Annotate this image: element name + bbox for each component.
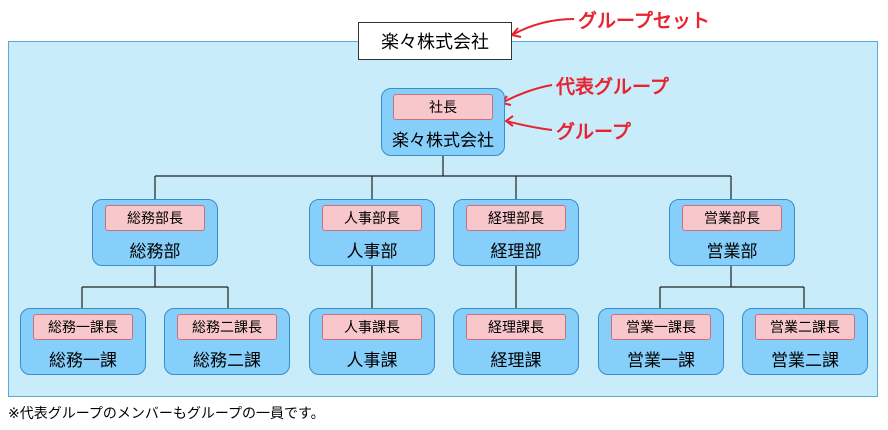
callout-group: グループ	[556, 121, 631, 143]
rep-group: 経理部長	[466, 205, 566, 231]
rep-group: 総務一課長	[33, 314, 133, 340]
rep-group: 総務部長	[105, 205, 205, 231]
group-name: 経理課	[490, 351, 542, 371]
node-section: 総務二課長 総務二課	[164, 308, 290, 375]
group-name: 人事課	[346, 351, 398, 371]
node-root: 社長 楽々株式会社	[381, 88, 505, 156]
node-department: 人事部長 人事部	[309, 199, 435, 266]
rep-group: 営業部長	[682, 205, 782, 231]
group-name: 総務一課	[49, 351, 117, 371]
rep-group: 経理課長	[466, 314, 566, 340]
node-section: 経理課長 経理課	[453, 308, 579, 375]
rep-group: 営業一課長	[611, 314, 711, 340]
node-department: 総務部長 総務部	[92, 199, 218, 266]
group-name: 営業二課	[771, 351, 839, 371]
group-name-root: 楽々株式会社	[392, 131, 494, 151]
node-section: 営業一課長 営業一課	[598, 308, 724, 375]
rep-group-root: 社長	[393, 94, 493, 120]
group-name: 営業一課	[627, 351, 695, 371]
node-department: 営業部長 営業部	[669, 199, 795, 266]
rep-group: 人事課長	[322, 314, 422, 340]
group-name: 総務部	[129, 242, 181, 262]
rep-group: 総務二課長	[177, 314, 277, 340]
node-section: 総務一課長 総務一課	[20, 308, 146, 375]
footnote: ※代表グループのメンバーもグループの一員です。	[8, 406, 325, 422]
group-set-label: 楽々株式会社	[358, 22, 512, 60]
rep-group: 営業二課長	[755, 314, 855, 340]
group-name: 人事部	[346, 242, 398, 262]
node-section: 営業二課長 営業二課	[742, 308, 868, 375]
group-name: 経理部	[490, 242, 542, 262]
group-name: 総務二課	[193, 351, 261, 371]
node-section: 人事課長 人事課	[309, 308, 435, 375]
rep-group: 人事部長	[322, 205, 422, 231]
callout-rep-group: 代表グループ	[556, 76, 669, 98]
callout-group-set: グループセット	[578, 10, 710, 32]
node-department: 経理部長 経理部	[453, 199, 579, 266]
group-name: 営業部	[706, 242, 758, 262]
